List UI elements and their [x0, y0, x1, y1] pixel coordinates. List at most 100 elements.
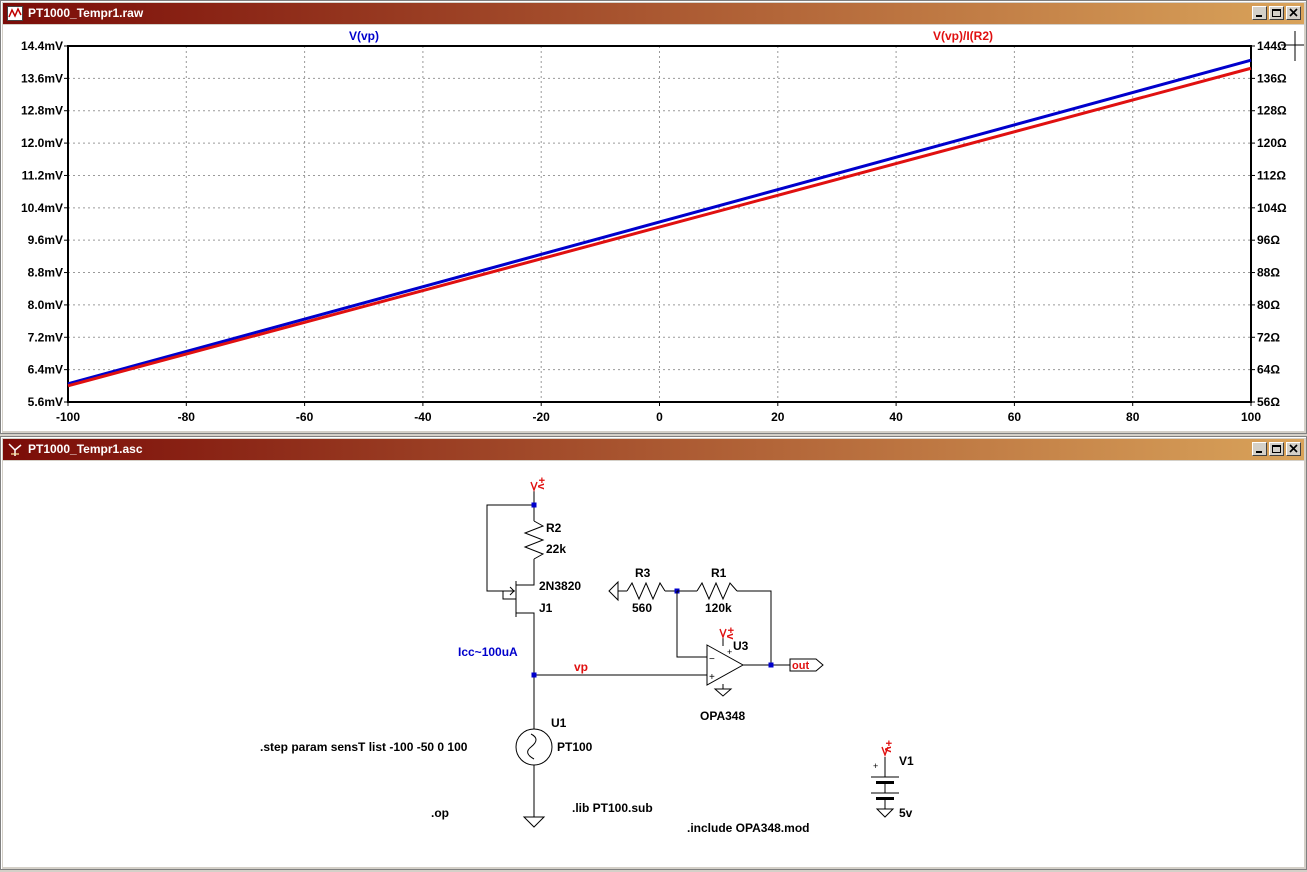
plot-frame — [67, 45, 1252, 403]
op-directive[interactable]: .op — [431, 806, 449, 820]
jfet-j1[interactable]: 2N3820 J1 — [502, 579, 581, 631]
close-button[interactable] — [1286, 6, 1301, 20]
minimize-icon — [1256, 15, 1262, 17]
y2-tick-label: 144Ω — [1257, 39, 1287, 53]
icc-note[interactable]: Icc~100uA — [458, 645, 518, 659]
plot-grid — [68, 46, 1251, 402]
x-tick-label: -40 — [414, 410, 432, 424]
y-tick-label: 7.2mV — [28, 330, 63, 344]
waveform-app-icon — [7, 6, 23, 21]
svg-text:+: + — [727, 647, 732, 657]
x-tick-label: 0 — [656, 410, 663, 424]
minimize-button[interactable] — [1252, 6, 1267, 20]
svg-text:−: − — [709, 654, 715, 665]
schematic-window: PT1000_Tempr1.asc .w{stroke:#000;stroke-… — [0, 436, 1307, 870]
y-tick-label: 6.4mV — [28, 363, 63, 377]
svg-text:+: + — [709, 672, 715, 683]
schematic-maximize-button[interactable] — [1269, 442, 1284, 456]
j1-name-label: J1 — [539, 601, 553, 615]
y2-tick-label: 104Ω — [1257, 201, 1287, 215]
y2-tick-label: 72Ω — [1257, 330, 1280, 344]
svg-text:+: + — [873, 761, 878, 771]
net-label-vp[interactable]: vp — [574, 660, 588, 674]
y-tick-label: 8.8mV — [28, 266, 63, 280]
y-tick-label: 9.6mV — [28, 233, 63, 247]
y2-tick-label: 56Ω — [1257, 395, 1280, 409]
junction-dot — [768, 662, 774, 668]
schematic-title: PT1000_Tempr1.asc — [28, 442, 143, 456]
plot-traces — [67, 58, 1252, 388]
x-tick-label: 100 — [1241, 410, 1261, 424]
trace-label-vvp-ir2[interactable]: V(vp)/I(R2) — [933, 29, 993, 43]
x-tick-label: 40 — [889, 410, 903, 424]
y-tick-label: 14.4mV — [21, 39, 63, 53]
u1-model-label: PT100 — [557, 740, 593, 754]
step-directive[interactable]: .step param sensT list -100 -50 0 100 — [260, 740, 468, 754]
y2-tick-label: 96Ω — [1257, 233, 1280, 247]
waveform-window: PT1000_Tempr1.raw 14.4mV 144Ω 13.6mV 136Ω 12… — [0, 0, 1307, 434]
r2-value-label: 22k — [546, 542, 566, 556]
junction-dot — [531, 672, 537, 678]
schematic-titlebar[interactable]: PT1000_Tempr1.asc — [3, 439, 1304, 460]
y2-tick-label: 88Ω — [1257, 266, 1280, 280]
y-tick-label: 12.8mV — [21, 104, 63, 118]
opamp-u3[interactable]: − + +v + U3 OPA348 — [700, 627, 749, 723]
schematic-close-button[interactable] — [1286, 442, 1301, 456]
y2-tick-label: 80Ω — [1257, 298, 1280, 312]
vplus-flag-top[interactable]: +v — [530, 477, 547, 505]
close-icon — [1289, 444, 1298, 453]
y-tick-label: 10.4mV — [21, 201, 63, 215]
y2-tick-label: 112Ω — [1257, 168, 1286, 182]
y-tick-label: 13.6mV — [21, 71, 63, 85]
r1-name-label: R1 — [711, 566, 727, 580]
resistor-r2[interactable]: R2 22k — [523, 505, 566, 579]
thermistor-u1[interactable]: U1 PT100 — [515, 716, 593, 817]
close-icon — [1289, 8, 1298, 17]
trace-vvp[interactable] — [67, 58, 1252, 386]
y2-tick-label: 128Ω — [1257, 104, 1287, 118]
out-port-label: out — [792, 660, 809, 672]
y-tick-label: 11.2mV — [22, 168, 63, 182]
vplus-label: +v — [535, 477, 547, 490]
crosshair-cursor-icon — [1281, 31, 1304, 61]
schematic-minimize-button[interactable] — [1252, 442, 1267, 456]
minimize-icon — [1256, 451, 1262, 453]
x-tick-label: 80 — [1126, 410, 1140, 424]
u3-name-label: U3 — [733, 639, 749, 653]
maximize-icon — [1272, 9, 1281, 17]
vplus-label: +v — [882, 740, 894, 753]
r3-value-label: 560 — [632, 601, 652, 615]
voltage-source-v1[interactable]: +v + V1 5v — [871, 740, 914, 820]
x-tick-label: -80 — [178, 410, 196, 424]
y2-tick-label: 120Ω — [1257, 136, 1287, 150]
u3-model-label: OPA348 — [700, 709, 745, 723]
waveform-plot[interactable]: 14.4mV 144Ω 13.6mV 136Ω 12.8mV 128Ω 12.0mV 120Ω… — [3, 25, 1304, 431]
include-directive[interactable]: .include OPA348.mod — [687, 821, 809, 835]
schematic-canvas[interactable]: .w{stroke:#000;stroke-width:1;fill:none;… — [3, 461, 1304, 867]
y-tick-label: 12.0mV — [21, 136, 63, 150]
y-tick-label: 5.6mV — [28, 395, 63, 409]
y2-tick-label: 64Ω — [1257, 363, 1280, 377]
trace-vvp-ir2[interactable] — [67, 66, 1252, 388]
resistor-r3[interactable]: R3 560 — [626, 566, 677, 615]
trace-label-vvp[interactable]: V(vp) — [349, 29, 379, 43]
v1-value-label: 5v — [899, 806, 913, 820]
out-port[interactable]: out — [789, 658, 824, 672]
y2-tick-label: 136Ω — [1257, 71, 1287, 85]
r2-name-label: R2 — [546, 521, 562, 535]
x-tick-label: -60 — [296, 410, 314, 424]
waveform-titlebar[interactable]: PT1000_Tempr1.raw — [3, 3, 1304, 24]
maximize-icon — [1272, 445, 1281, 453]
j1-model-label: 2N3820 — [539, 579, 581, 593]
x-tick-label: -20 — [533, 410, 551, 424]
junction-dot — [531, 502, 537, 508]
x-tick-label: 60 — [1008, 410, 1022, 424]
schematic-drawing[interactable]: .w{stroke:#000;stroke-width:1;fill:none;… — [3, 461, 1304, 867]
schematic-app-icon — [8, 443, 22, 456]
waveform-plot-area[interactable]: 14.4mV 144Ω 13.6mV 136Ω 12.8mV 128Ω 12.0mV 120Ω… — [3, 25, 1304, 431]
plot-ticks: 14.4mV 144Ω 13.6mV 136Ω 12.8mV 128Ω 12.0mV 120Ω… — [21, 39, 1287, 424]
maximize-button[interactable] — [1269, 6, 1284, 20]
lib-directive[interactable]: .lib PT100.sub — [572, 801, 653, 815]
y-tick-label: 8.0mV — [28, 298, 63, 312]
resistor-r1[interactable]: R1 120k — [677, 566, 772, 665]
